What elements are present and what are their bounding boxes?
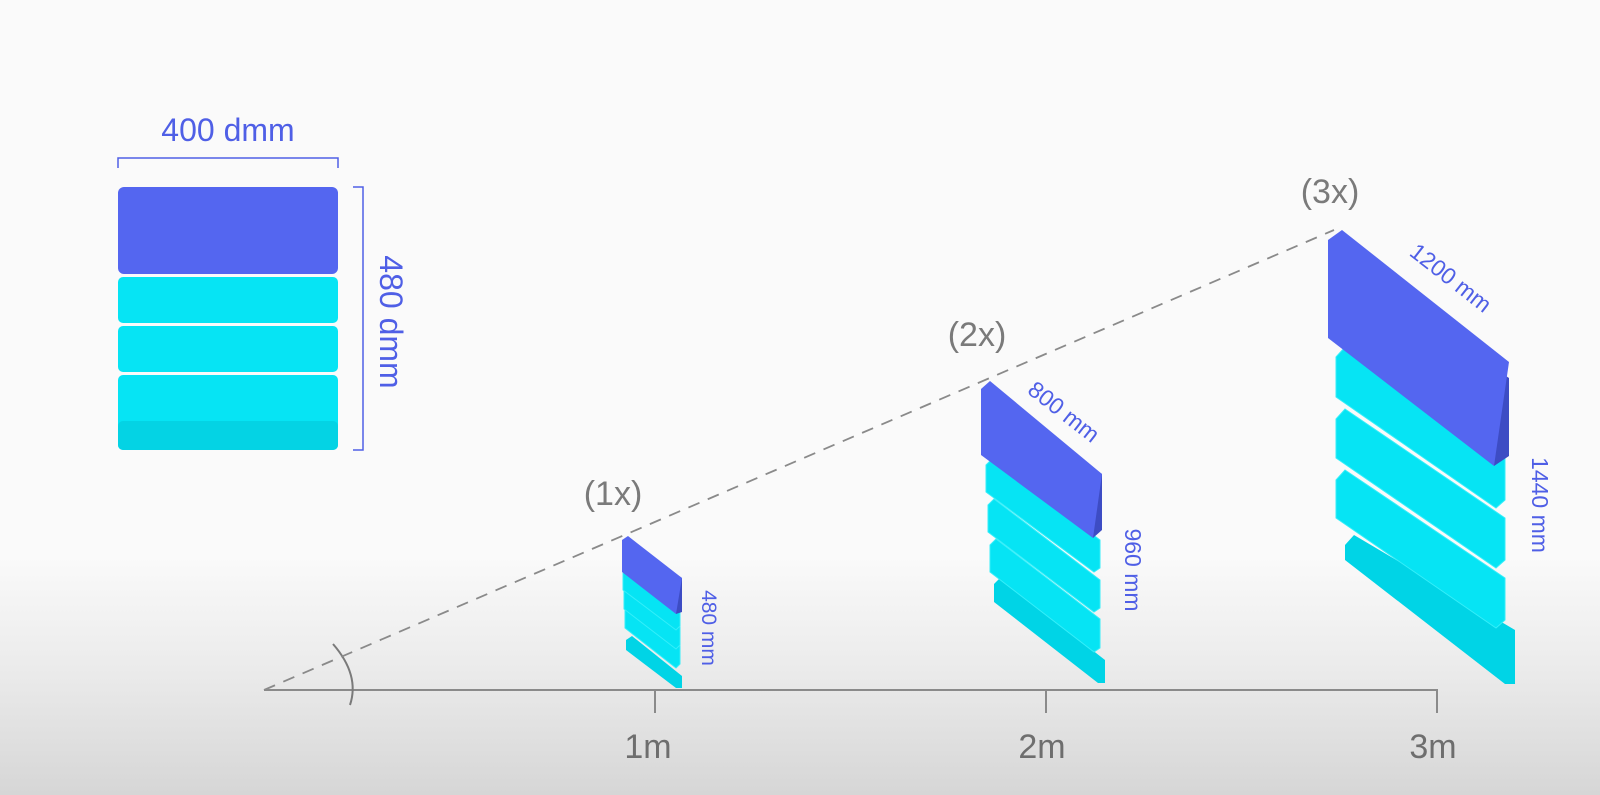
axis-tick-label-1m: 1m bbox=[624, 728, 671, 766]
scale-marker-3x: (3x) bbox=[1301, 173, 1360, 211]
card-3x-layer-2 bbox=[1335, 408, 1506, 569]
card-3x-height-label: 1440 mm bbox=[1527, 457, 1553, 553]
card-2x-layer-accent bbox=[981, 381, 1102, 538]
axis-tick-label-3m: 3m bbox=[1409, 728, 1456, 766]
card-3x-layer-4 bbox=[1345, 535, 1515, 684]
card-3x-layer-3 bbox=[1335, 469, 1506, 629]
reference-width-label: 400 dmm bbox=[161, 112, 294, 148]
scale-marker-2x: (2x) bbox=[948, 316, 1007, 354]
height-bracket bbox=[353, 186, 364, 451]
reference-layer-cyan-1 bbox=[118, 277, 338, 323]
card-2x-height-label: 960 mm bbox=[1120, 528, 1146, 611]
card-1x-layer-accent bbox=[622, 536, 682, 614]
line-of-sight bbox=[263, 229, 1335, 691]
reference-height-label: 480 dmm bbox=[373, 255, 409, 388]
reference-card: 400 dmm 480 dmm bbox=[117, 112, 409, 451]
scale-marker-1x: (1x) bbox=[584, 475, 643, 513]
axis-tick-label-2m: 2m bbox=[1018, 728, 1065, 766]
reference-layer-cyan-2 bbox=[118, 326, 338, 372]
distance-axis: 1m 2m 3m bbox=[264, 689, 1457, 766]
card-2x: 800 mm 960 mm bbox=[981, 376, 1146, 683]
card-1x-height-label: 480 mm bbox=[697, 590, 720, 666]
width-bracket bbox=[117, 157, 339, 168]
view-angle-arc bbox=[332, 643, 354, 706]
card-3x: 1200 mm 1440 mm bbox=[1328, 230, 1553, 684]
card-3x-layer-accent bbox=[1328, 230, 1509, 466]
card-2x-layer-4 bbox=[994, 578, 1105, 683]
card-1x-layer-4 bbox=[626, 636, 682, 688]
card-1x: 480 mm bbox=[622, 536, 720, 688]
card-2x-layer-3 bbox=[989, 538, 1101, 653]
reference-layer-shadow bbox=[118, 421, 338, 450]
reference-layer-accent bbox=[118, 187, 338, 274]
card-2x-layer-2 bbox=[987, 498, 1101, 613]
